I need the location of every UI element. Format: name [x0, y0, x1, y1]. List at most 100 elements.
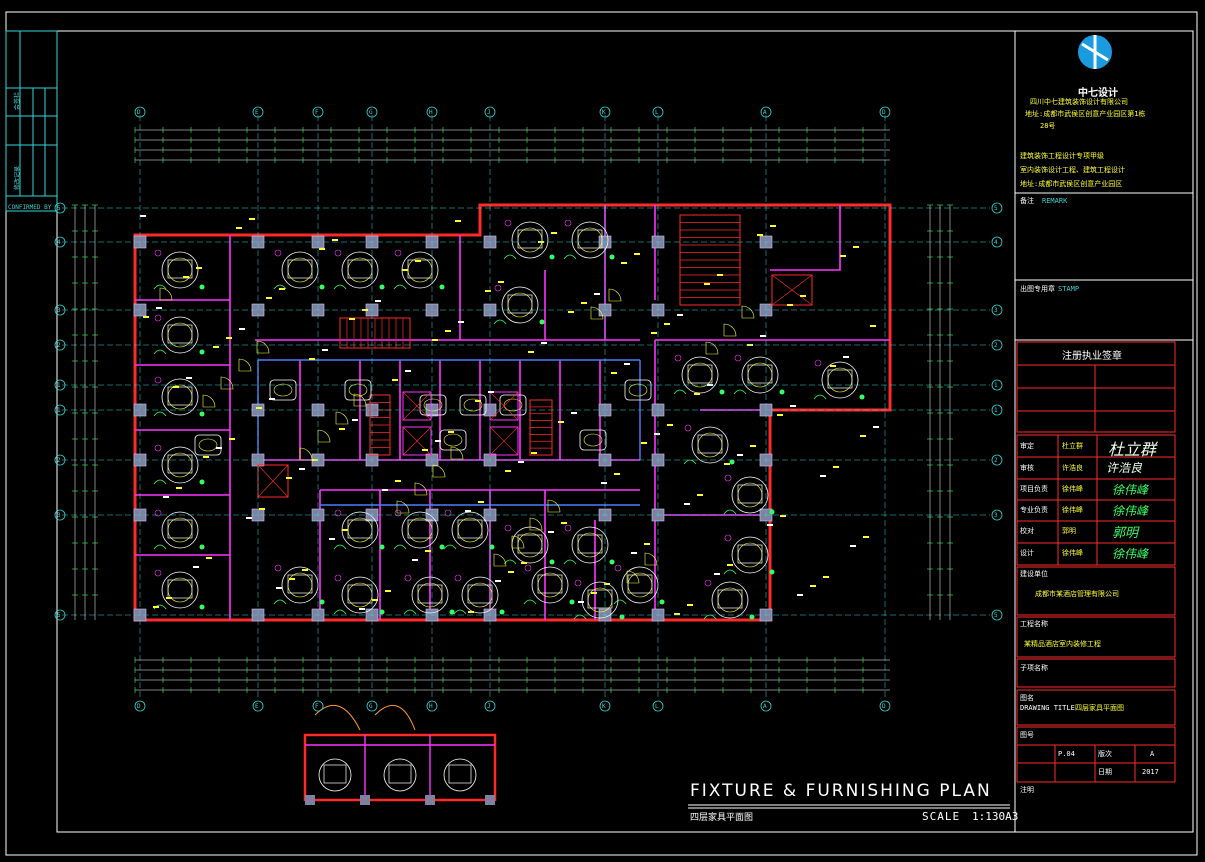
annotation-mark: [246, 517, 252, 519]
grid-bubble-top: [366, 106, 378, 118]
grid-bubble-right: [991, 236, 1003, 248]
grid-bubble-right: [991, 304, 1003, 316]
grid-bubble-label: 3: [994, 307, 998, 314]
lamp: [154, 249, 162, 257]
annotation-mark: [634, 253, 640, 255]
annotation-mark: [548, 531, 554, 533]
grid-bubble-label: 2: [994, 342, 998, 349]
bed-inner: [507, 292, 533, 318]
annotation-mark: [276, 587, 282, 589]
bed-frame: [407, 519, 433, 539]
plant: [769, 569, 775, 575]
company-line-1: 四川中七建筑装饰设计有限公司: [1030, 98, 1128, 106]
annotation-mark: [495, 580, 501, 582]
role-5: 设计: [1020, 549, 1034, 557]
bed-inner: [517, 532, 543, 558]
bed-frame: [347, 259, 373, 279]
grid-bubble-label: J: [487, 703, 491, 710]
grid-bubble-label: F: [315, 109, 319, 116]
plant: [779, 389, 785, 395]
info-line-1: 建筑装饰工程设计专项甲级: [1020, 152, 1104, 160]
grid-bubble-left: [54, 304, 66, 316]
basin: [463, 398, 483, 412]
partial-column: [360, 795, 370, 805]
bed-frame: [577, 534, 603, 554]
bed-inner: [517, 227, 543, 253]
plant-leaf: [273, 284, 287, 290]
annotation-mark: [664, 323, 670, 325]
annotation-mark: [667, 424, 673, 426]
annotation-mark: [724, 463, 730, 465]
annotation-mark: [651, 332, 657, 334]
bed-frame: [467, 584, 493, 604]
grid-bubble-label: H: [429, 109, 433, 116]
lamp: [274, 564, 282, 572]
sheet-value: P.04: [1058, 750, 1075, 758]
grid-bubble-label: 1: [994, 407, 998, 414]
annotation-mark: [654, 433, 660, 435]
annotation-mark: [375, 300, 381, 302]
grid-bubble-top: [760, 106, 772, 118]
plant-leaf: [563, 559, 577, 565]
annotation-mark: [140, 215, 146, 217]
plant: [499, 609, 505, 615]
partition-wall: [770, 205, 841, 271]
round-bed: [581, 581, 619, 619]
plant-leaf: [333, 544, 347, 550]
plant-leaf: [443, 544, 457, 550]
annotation-mark: [186, 377, 192, 379]
round-bed: [681, 356, 719, 394]
grid-bubble-label: 5: [994, 205, 998, 212]
annotation-mark: [349, 318, 355, 320]
annotation-mark: [830, 365, 836, 367]
grid-bubble-label: A: [763, 109, 767, 116]
left-strip-mid-label: 修改记录: [14, 165, 21, 190]
plant: [609, 559, 615, 565]
lamp: [564, 524, 572, 532]
annotation-mark: [694, 393, 700, 395]
grid-bubble-left: [54, 236, 66, 248]
signature-3: 徐伟峰: [1112, 504, 1149, 518]
grid-bubble-label: D: [882, 109, 886, 116]
bed-frame: [167, 259, 193, 279]
grid-bubble-label: 1: [57, 382, 61, 389]
annotation-mark: [571, 412, 577, 414]
annotation-mark: [229, 438, 235, 440]
round-bed: [571, 221, 609, 259]
client-label: 建设单位: [1020, 570, 1048, 578]
annotation-mark: [717, 274, 723, 276]
plant: [449, 609, 455, 615]
bed-frame: [627, 574, 653, 594]
bed-inner: [737, 482, 763, 508]
grid-bubble-bottom: [760, 700, 772, 712]
door-swing: [529, 517, 543, 531]
remark-value: REMARK: [1042, 197, 1068, 205]
door-swing: [608, 288, 622, 302]
signature-5: 徐伟峰: [1112, 547, 1149, 561]
exterior-wall: [133, 203, 892, 622]
annotation-mark: [319, 248, 325, 250]
bed-frame: [717, 589, 743, 609]
bed-inner: [717, 587, 743, 613]
annotation-mark: [458, 321, 464, 323]
bath-fixture: [269, 379, 297, 401]
annotation-mark: [578, 601, 584, 603]
grid-bubble-label: L: [655, 703, 659, 710]
plant: [769, 509, 775, 515]
elevator-box: [402, 391, 432, 421]
grid-bubble-label: J: [487, 109, 491, 116]
annotation-mark: [518, 461, 524, 463]
bath-fixture: [344, 379, 372, 401]
plant: [539, 319, 545, 325]
remark-label: 备注: [1020, 197, 1034, 205]
round-bed: [341, 576, 379, 614]
grid-bubble-top: [312, 106, 324, 118]
annotation-mark: [677, 314, 683, 316]
bed-frame: [457, 519, 483, 539]
partial-bed-frame: [448, 764, 472, 784]
bed-frame: [407, 259, 433, 279]
grid-bubble-label: E: [255, 703, 259, 710]
round-bed: [511, 221, 549, 259]
lamp: [724, 534, 732, 542]
